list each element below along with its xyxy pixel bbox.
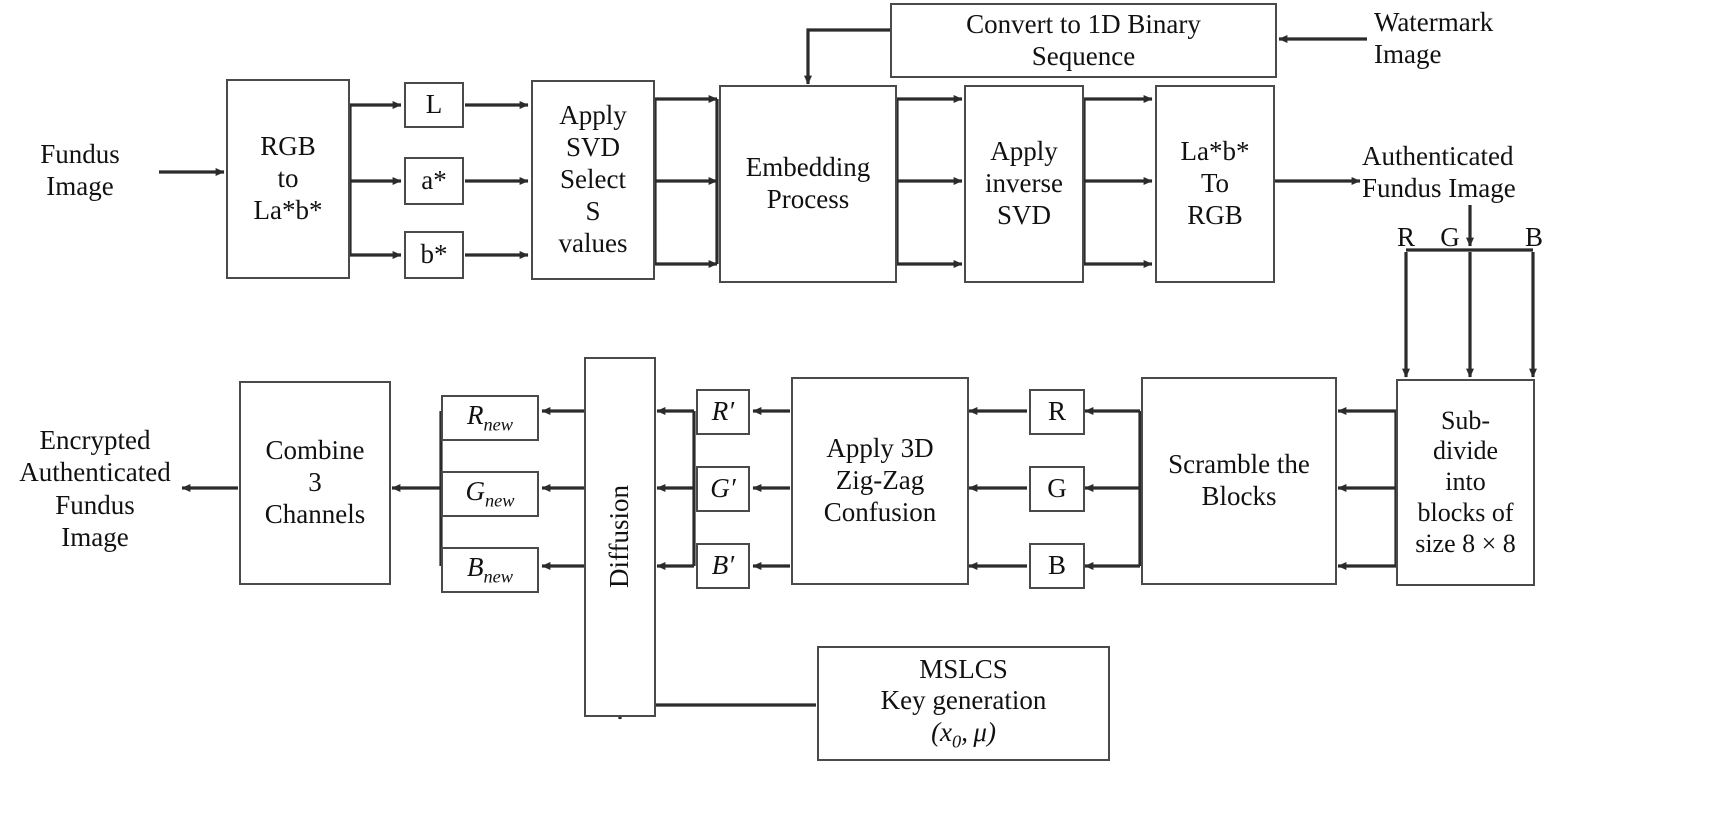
box-channel-a[interactable]: a* (404, 157, 464, 205)
box-channel-b-label: b* (420, 239, 448, 270)
box-block-b[interactable]: B (1029, 543, 1085, 589)
box-channel-l[interactable]: L (404, 82, 464, 128)
box-prime-r[interactable]: R′ (696, 389, 750, 435)
box-r-new-label: Rnew (466, 399, 514, 435)
box-prime-g-label: G′ (710, 473, 736, 504)
box-prime-b-label: B′ (711, 550, 735, 581)
box-block-r-label: R (1047, 396, 1066, 427)
box-channel-b[interactable]: b* (404, 231, 464, 279)
box-r-new[interactable]: Rnew (441, 395, 539, 441)
box-g-new-label: Gnew (465, 475, 515, 511)
box-prime-b[interactable]: B′ (696, 543, 750, 589)
box-mslcs-key-generation[interactable]: MSLCS Key generation (x0, μ) (817, 646, 1110, 761)
box-channel-l-label: L (425, 89, 443, 120)
box-block-g-label: G (1047, 473, 1067, 504)
label-channel-r: R (1396, 222, 1415, 252)
mslcs-params: (x0, μ) (931, 717, 996, 752)
box-channel-a-label: a* (421, 165, 447, 196)
box-block-g[interactable]: G (1029, 466, 1085, 512)
label-channel-b: B (1524, 222, 1543, 252)
box-b-new[interactable]: Bnew (441, 547, 539, 593)
box-diffusion[interactable]: Diffusion (584, 357, 656, 717)
box-block-r[interactable]: R (1029, 389, 1085, 435)
mslcs-subtitle: Key generation (880, 685, 1047, 716)
mslcs-title: MSLCS (919, 653, 1008, 684)
label-channel-g: G (1440, 222, 1460, 252)
box-diffusion-label: Diffusion (604, 485, 635, 589)
box-block-b-label: B (1047, 550, 1066, 581)
box-b-new-label: Bnew (466, 551, 514, 587)
box-prime-r-label: R′ (711, 396, 735, 427)
box-prime-g[interactable]: G′ (696, 466, 750, 512)
box-g-new[interactable]: Gnew (441, 471, 539, 517)
